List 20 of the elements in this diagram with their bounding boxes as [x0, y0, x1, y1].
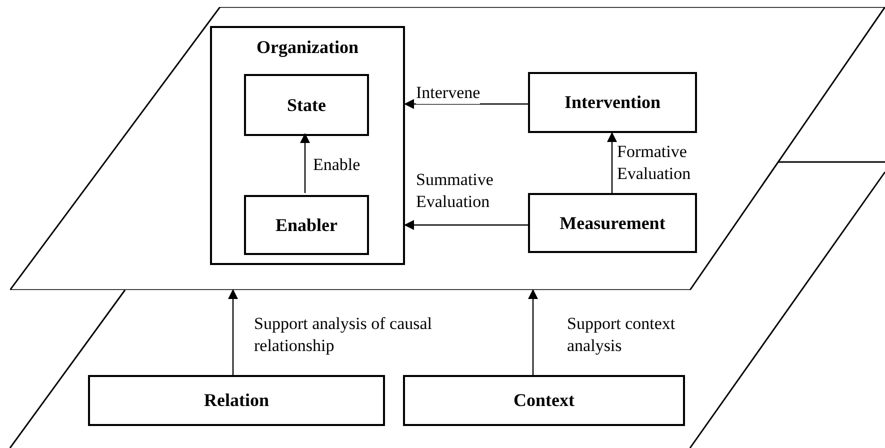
box-label: Measurement [560, 212, 666, 234]
process-box [528, 72, 697, 133]
process-box [244, 74, 369, 136]
arrow [607, 132, 617, 193]
process-box [244, 195, 369, 255]
box-label: Relation [204, 389, 269, 412]
box-label: State [287, 94, 326, 116]
process-box [403, 375, 685, 426]
arrow [528, 289, 538, 375]
arrow [404, 99, 528, 109]
process-box [528, 193, 697, 253]
group-box [210, 26, 405, 265]
arrow [228, 289, 238, 375]
box-label: Enabler [275, 214, 338, 236]
group-title: Organization [256, 36, 358, 58]
arrow [404, 220, 528, 230]
arrow [300, 133, 310, 193]
box-label: Context [514, 389, 574, 412]
box-label: Intervention [564, 91, 660, 114]
process-box [88, 375, 385, 426]
